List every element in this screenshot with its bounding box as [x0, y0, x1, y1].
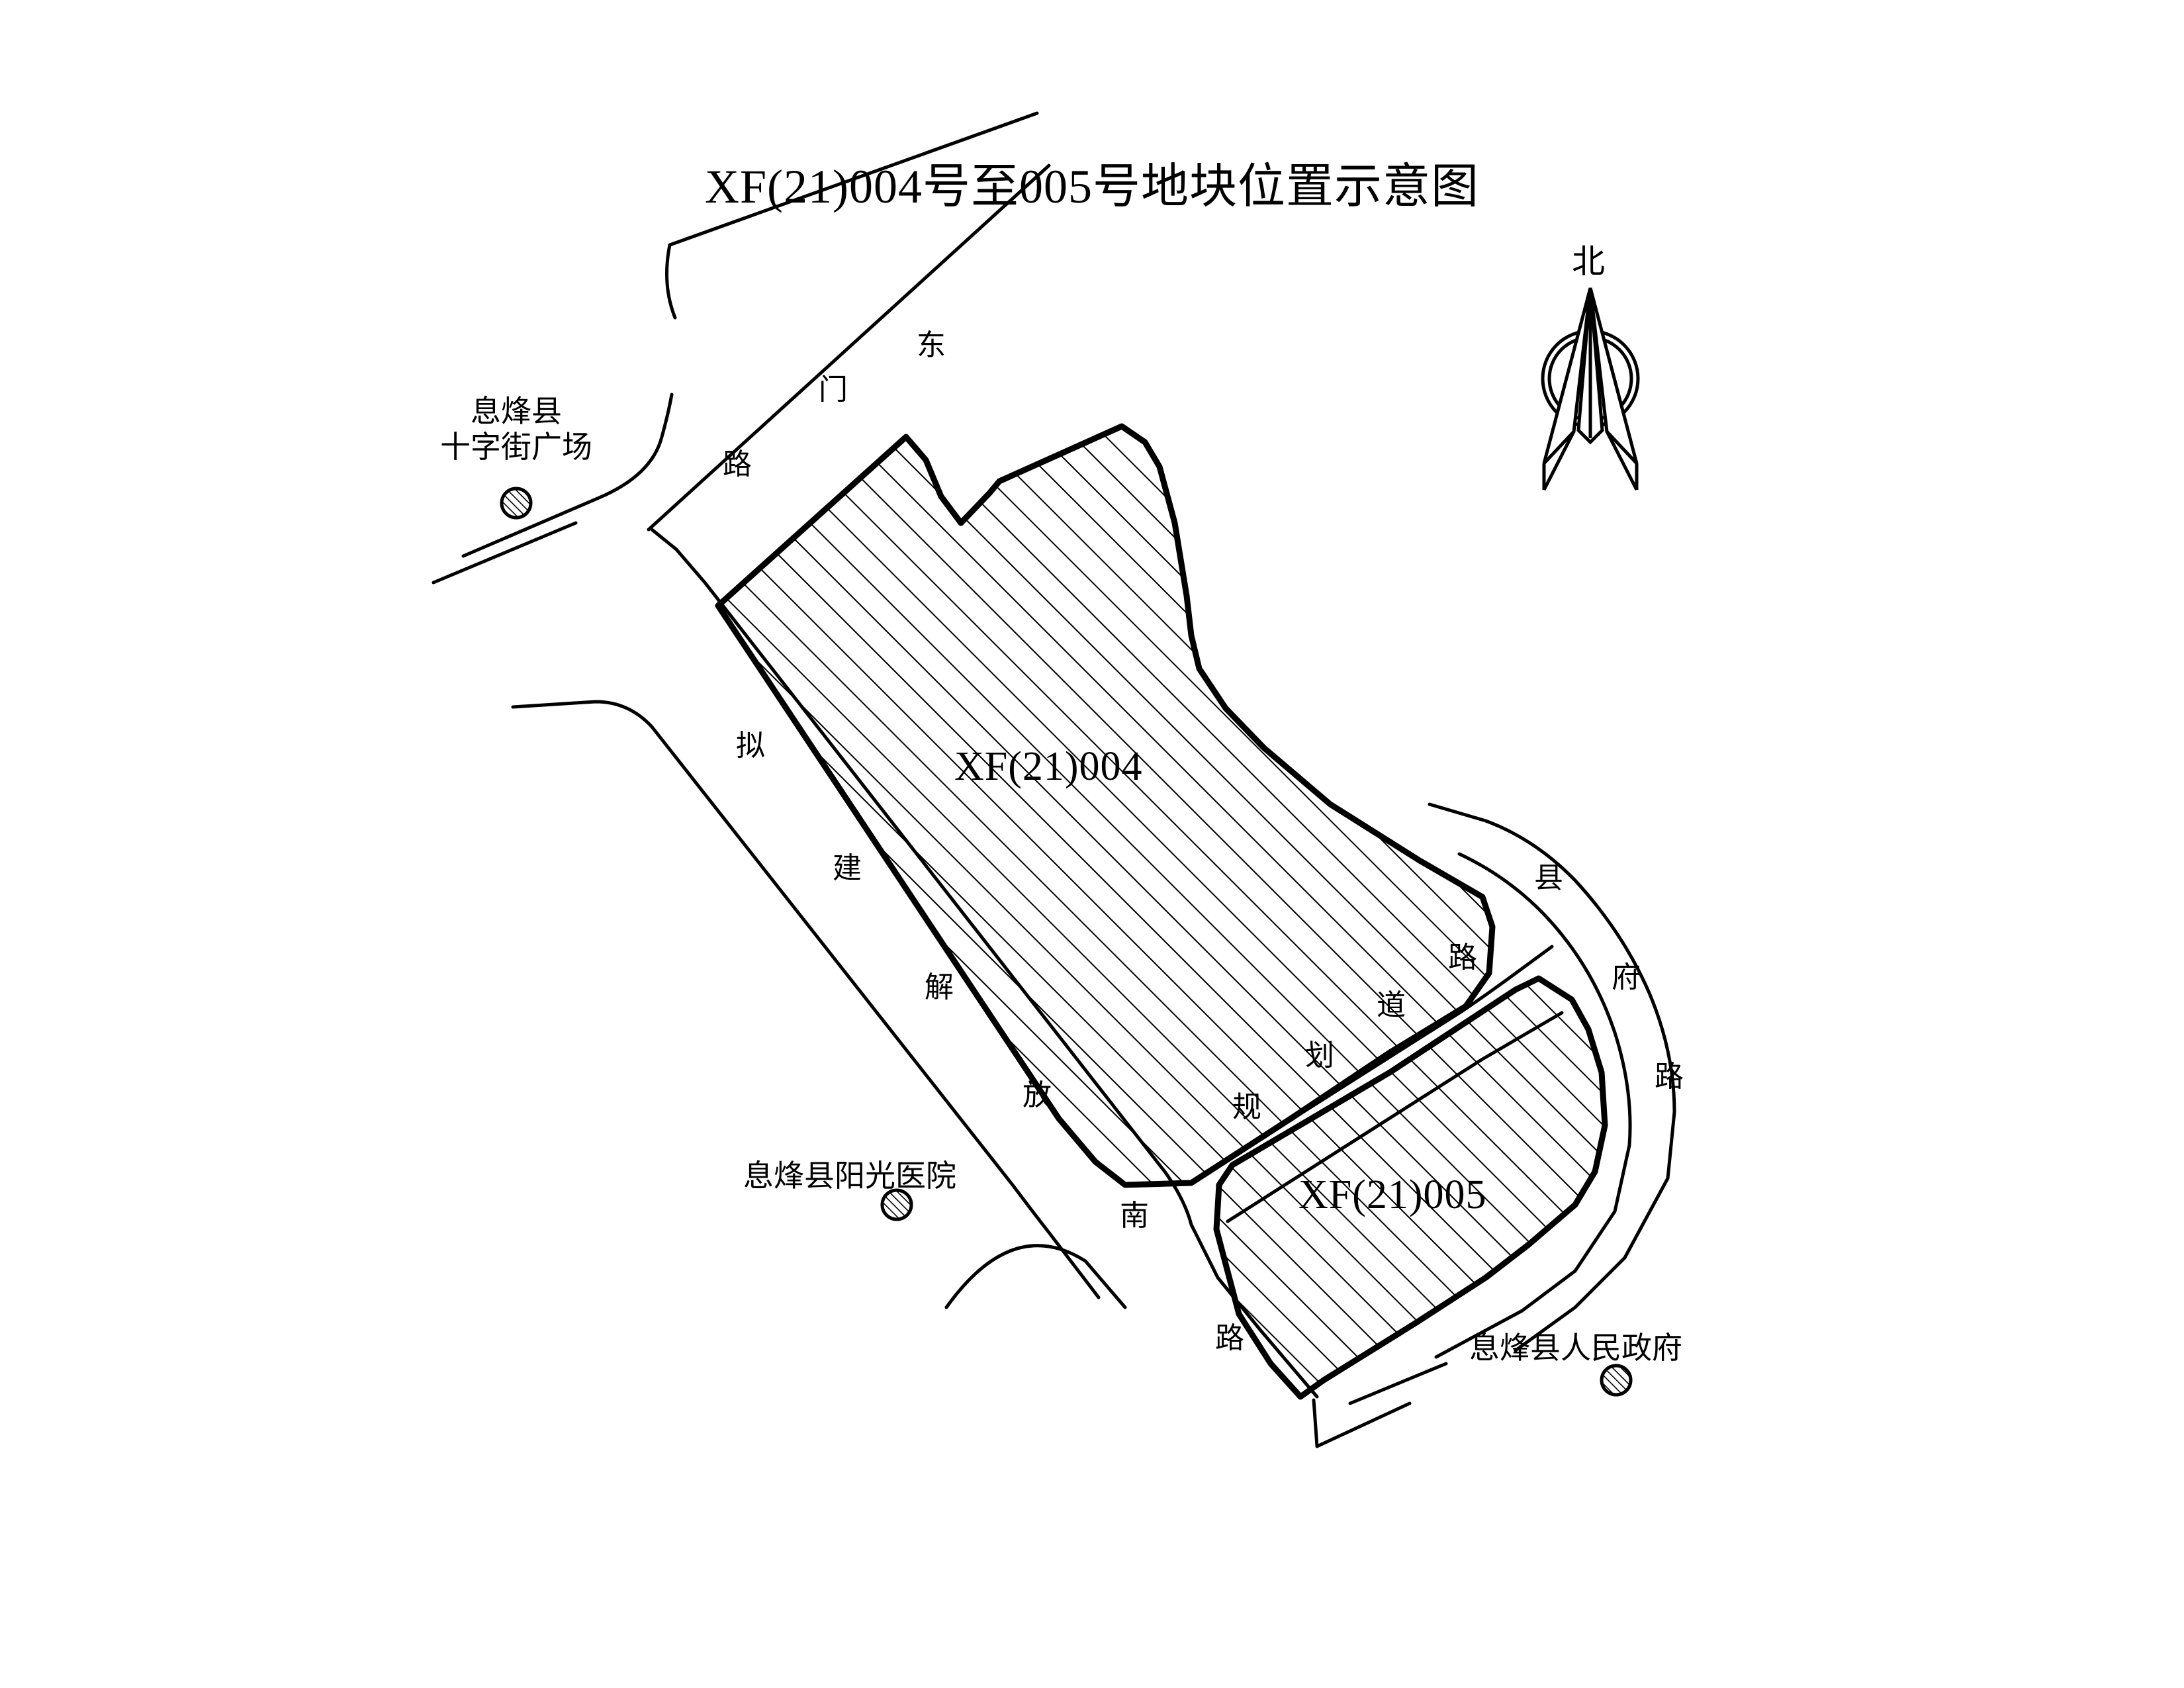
road-edge-shizijie-branch: [432, 521, 578, 585]
parcel-xf21-005-shape[interactable]: [1213, 975, 1608, 1400]
road-edge-jiefang-south-intersection: [944, 1244, 1127, 1309]
road-edge-dongmen-joint: [665, 243, 677, 320]
road-edge-jiefang-west: [511, 700, 1101, 1299]
hatched-circle-marker: [1600, 1364, 1633, 1397]
road-edge-dongmen-north: [668, 111, 1039, 247]
parcel-xf21-004-shape[interactable]: [715, 423, 1496, 1188]
landmark-county-government-label: 息烽县人民政府: [1469, 1331, 1682, 1365]
road-label-jiefang-char-3: 放: [1023, 1079, 1052, 1111]
road-label-xianfu-char-2: 路: [1655, 1060, 1684, 1093]
road-label-guihua-char-3: 路: [1448, 941, 1477, 974]
road-label-guihua-char-2: 道: [1377, 989, 1406, 1021]
landmark-label-line-1: 息烽县: [471, 395, 562, 428]
road-label-jiefang-char-0: 拟: [736, 729, 765, 762]
road-label-jiefang-char-5: 路: [1215, 1322, 1244, 1354]
road-edge-xianfu-inner: [1434, 852, 1632, 1359]
hatched-circle-marker: [500, 487, 533, 520]
hatched-circle-marker: [880, 1188, 913, 1221]
landmark-sunshine-hospital-label: 息烽县阳光医院: [743, 1159, 956, 1193]
road-edge-dongmen-west-curve: [461, 393, 674, 558]
compass-north-arrow-icon: [1541, 287, 1640, 491]
road-label-jiefang-char-1: 建: [833, 852, 862, 884]
landmark-shizijie-square-label: 息烽县 十字街广场: [417, 394, 615, 466]
road-edge-xianfu-south-link: [1348, 1362, 1448, 1405]
road-label-xianfu-char-1: 府: [1612, 961, 1641, 994]
parcel-label-xf21-005: XF(21)005: [1298, 1172, 1487, 1217]
landmark-label-line-2: 十字街广场: [440, 430, 592, 465]
landmark-markers: [500, 487, 1633, 1397]
road-label-jiefang-char-2: 解: [925, 971, 954, 1004]
road-edge-south-kerb: [1312, 1398, 1412, 1448]
road-label-dongmen-char-0: 东: [917, 329, 946, 361]
road-label-guihua-char-1: 划: [1305, 1039, 1334, 1072]
road-label-xianfu-char-0: 县: [1534, 862, 1563, 894]
parcel-label-xf21-004: XF(21)004: [954, 744, 1143, 789]
road-edge-xianfu-stub: [1428, 802, 1488, 823]
road-label-dongmen-char-1: 门: [819, 373, 848, 406]
compass-north-label: 北: [1572, 243, 1605, 280]
road-label-jiefang-char-4: 南: [1120, 1199, 1149, 1232]
road-label-dongmen-char-2: 路: [723, 448, 752, 481]
road-edge-dongmen-south: [647, 164, 1051, 532]
road-label-guihua-char-0: 规: [1232, 1091, 1261, 1123]
road-edge-xianfu-outer: [1484, 819, 1676, 1352]
